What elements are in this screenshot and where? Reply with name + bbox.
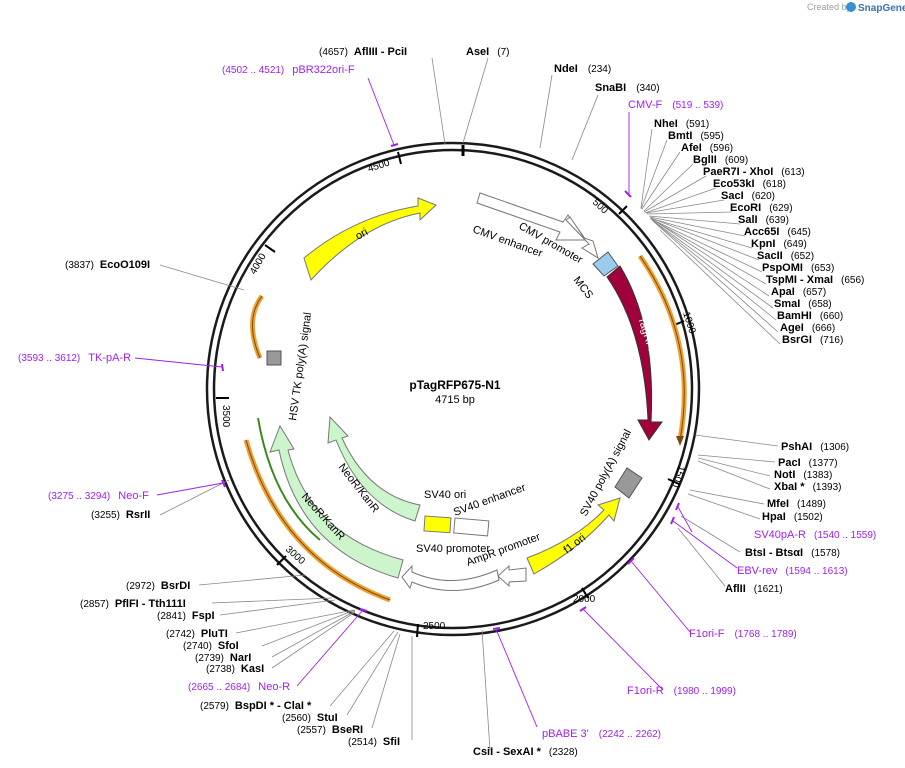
mcs-box bbox=[592, 251, 619, 277]
plasmid-size: 4715 bp bbox=[435, 394, 475, 406]
restriction-site-label: TspMI - XmaI(656) bbox=[766, 274, 864, 286]
hsv-tk-polya-label: HSV TK poly(A) signal bbox=[287, 312, 314, 422]
restriction-site-label: PspOMI(653) bbox=[762, 262, 834, 274]
hsv-orf-bar-line bbox=[251, 295, 263, 359]
tick-label: 4500 bbox=[367, 157, 392, 174]
primer-label: (3275 .. 3294)Neo-F bbox=[48, 490, 149, 502]
restriction-site-label: BsrGI(716) bbox=[782, 334, 843, 346]
primer-label: F1ori-F(1768 .. 1789) bbox=[689, 628, 797, 640]
restriction-site-label: (2972)BsrDI bbox=[126, 580, 190, 592]
restriction-site-label: PaeR7I - XhoI(613) bbox=[703, 166, 805, 178]
restriction-site-label: EcoRI(629) bbox=[730, 202, 793, 214]
primer-label: F1ori-R(1980 .. 1999) bbox=[627, 685, 736, 697]
tick-label: 3500 bbox=[220, 405, 231, 428]
restriction-site-label: NdeI(234) bbox=[554, 63, 611, 75]
restriction-site-label: (3255)RsrII bbox=[91, 509, 150, 521]
restriction-site-label: AfeI(596) bbox=[681, 142, 733, 154]
restriction-site-label: BglII(609) bbox=[693, 154, 748, 166]
restriction-site-label: KpnI(649) bbox=[751, 238, 807, 250]
restriction-site-label: AflII(1621) bbox=[725, 583, 783, 595]
restriction-site-label: PacI(1377) bbox=[778, 457, 838, 469]
primer-label: CMV-F(519 .. 539) bbox=[628, 99, 723, 111]
cmv-enhancer-arrow bbox=[476, 192, 587, 241]
plasmid-name: pTagRFP675-N1 bbox=[409, 378, 500, 392]
hsv-orf-bar bbox=[249, 294, 265, 359]
tick-label: 2500 bbox=[423, 621, 446, 632]
restriction-site-label: SmaI(658) bbox=[774, 298, 832, 310]
restriction-site-label: (2740)SfoI bbox=[183, 640, 239, 652]
restriction-site-label: (2738)KasI bbox=[206, 663, 264, 675]
tagrfp657-orf-arrowhead bbox=[676, 436, 684, 446]
snapgene-label: SnapGene bbox=[858, 3, 905, 14]
primer-label: EBV-rev(1594 .. 1613) bbox=[737, 565, 848, 577]
primer-label: (2665 .. 2684)Neo-R bbox=[188, 681, 290, 693]
tick-label: 2000 bbox=[573, 594, 596, 605]
restriction-site-label: AseI(7) bbox=[466, 46, 509, 58]
tagrfp657-orf-line bbox=[639, 255, 685, 441]
restriction-site-label: (2857)PflFI - Tth111I bbox=[80, 598, 186, 610]
restriction-site-label: ApaI(657) bbox=[771, 286, 826, 298]
restriction-site-label: (3837)EcoO109I bbox=[65, 259, 150, 271]
restriction-site-label: (2514)SfiI bbox=[348, 736, 400, 748]
neor-orf-line bbox=[257, 417, 321, 541]
restriction-site-label: BmtI(595) bbox=[668, 130, 724, 142]
restriction-site-label: HpaI(1502) bbox=[762, 511, 823, 523]
backbone-inner bbox=[212, 148, 694, 630]
cmv-promoter-arrow bbox=[565, 216, 599, 260]
f1-ori-arrow bbox=[526, 497, 621, 575]
restriction-site-label: BtsI - BtsαI(1578) bbox=[745, 547, 840, 559]
tick-label: 4000 bbox=[248, 251, 269, 276]
restriction-site-label: (2560)StuI bbox=[282, 712, 338, 724]
restriction-site-label: SacII(652) bbox=[757, 250, 814, 262]
restriction-site-label: CsiI - SexAI *(2328) bbox=[473, 746, 578, 758]
sv40-ori-box bbox=[423, 515, 452, 534]
primer-label: pBABE 3'(2242 .. 2262) bbox=[542, 728, 661, 740]
restriction-site-label: (2841)FspI bbox=[157, 610, 215, 622]
ampr-promoter-arrow bbox=[497, 564, 527, 588]
primer-label: (3593 .. 3612)TK-pA-R bbox=[18, 352, 131, 364]
restriction-site-label: AgeI(666) bbox=[780, 322, 835, 334]
restriction-site-label: SalI(639) bbox=[738, 214, 789, 226]
restriction-site-label: Acc65I(645) bbox=[744, 226, 811, 238]
created-by-label: Created by bbox=[807, 2, 852, 12]
restriction-site-label: BamHI(660) bbox=[777, 310, 843, 322]
restriction-site-label: MfeI(1489) bbox=[767, 498, 826, 510]
primer-label: SV40pA-R(1540 .. 1559) bbox=[754, 529, 876, 541]
restriction-site-label: SacI(620) bbox=[721, 190, 775, 202]
restriction-site-label: (2557)BseRI bbox=[297, 724, 363, 736]
sv40-ori-label: SV40 ori bbox=[424, 489, 466, 501]
restriction-site-label: (2742)PluTI bbox=[166, 628, 228, 640]
neor-inner-arrow bbox=[327, 415, 421, 522]
restriction-site-label: (4657)AflIII - PciI bbox=[319, 46, 407, 58]
hsv-tk-polya-box bbox=[266, 350, 282, 366]
restriction-site-label: Eco53kI(618) bbox=[713, 178, 786, 190]
neor-outer-arrow bbox=[269, 424, 404, 579]
restriction-site-label: (2579)BspDI * - ClaI * bbox=[200, 700, 312, 712]
restriction-site-label: NheI(591) bbox=[654, 118, 709, 130]
sv40-enhancer-box bbox=[453, 517, 490, 537]
restriction-site-label: SnaBI(340) bbox=[595, 82, 660, 94]
restriction-site-label: PshAI(1306) bbox=[781, 441, 849, 453]
ori-arrow bbox=[303, 197, 437, 281]
primer-label: (4502 .. 4521)pBR322ori-F bbox=[222, 64, 355, 76]
sv40-promoter-arrow bbox=[401, 564, 500, 591]
snapgene-logo-icon bbox=[846, 2, 856, 12]
tick-label: 1500 bbox=[669, 464, 686, 489]
neor-orf-bar-line bbox=[245, 439, 391, 601]
sv40-polya-box bbox=[614, 467, 643, 499]
mcs-label: MCS bbox=[571, 274, 596, 301]
ori-label: ori bbox=[354, 226, 371, 243]
tick-label: 500 bbox=[590, 197, 610, 217]
restriction-site-label: XbaI *(1393) bbox=[774, 481, 841, 493]
sv40-promoter-label: SV40 promoter bbox=[416, 543, 490, 555]
restriction-site-label: (2739)NarI bbox=[195, 652, 251, 664]
backbone-outer bbox=[205, 141, 701, 637]
restriction-site-label: NotI(1383) bbox=[774, 469, 832, 481]
tagrfp657-arrow bbox=[606, 265, 663, 441]
